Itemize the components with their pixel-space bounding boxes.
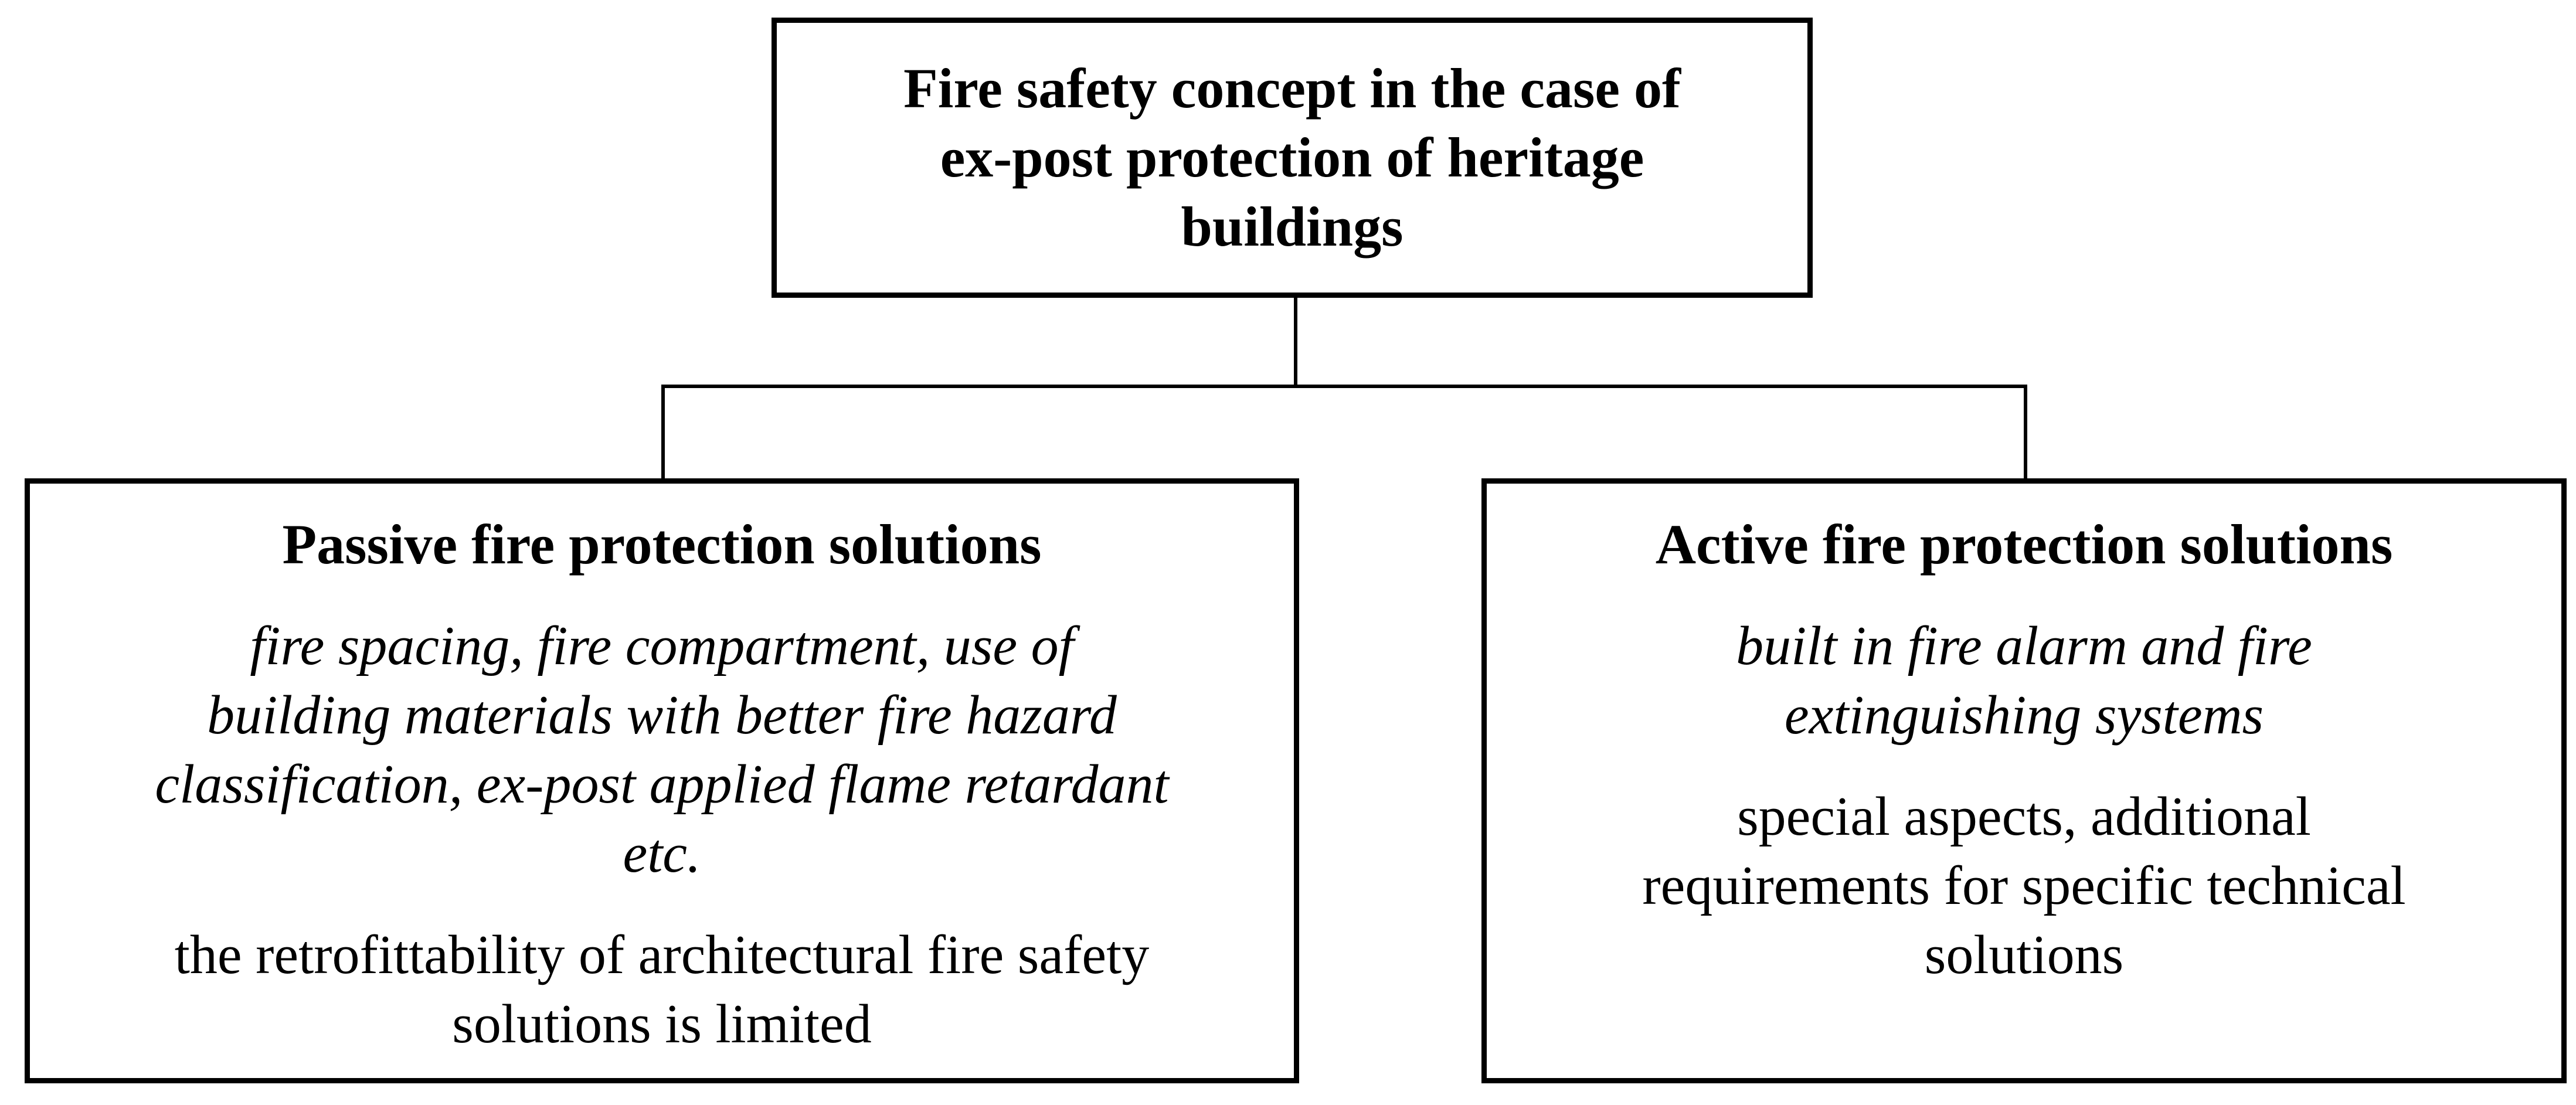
root-node: Fire safety concept in the case of ex-po… bbox=[772, 18, 1813, 298]
active-node-examples: built in fire alarm and fire extinguishi… bbox=[1736, 616, 2312, 746]
root-node-title: Fire safety concept in the case of ex-po… bbox=[903, 57, 1681, 258]
connector-root-stem bbox=[1294, 298, 1297, 387]
active-node-note: special aspects, additional requirements… bbox=[1642, 786, 2406, 985]
active-node-heading: Active fire protection solutions bbox=[1655, 513, 2393, 576]
connector-left-drop bbox=[661, 385, 665, 482]
connector-right-drop bbox=[2024, 385, 2027, 482]
passive-node-examples: fire spacing, fire compartment, use of b… bbox=[155, 616, 1169, 884]
connector-horizontal-bar bbox=[661, 385, 2027, 388]
passive-node-note: the retrofittability of architectural fi… bbox=[174, 924, 1150, 1055]
active-node: Active fire protection solutions built i… bbox=[1481, 478, 2567, 1083]
passive-node: Passive fire protection solutions fire s… bbox=[25, 478, 1299, 1083]
passive-node-heading: Passive fire protection solutions bbox=[282, 513, 1042, 576]
